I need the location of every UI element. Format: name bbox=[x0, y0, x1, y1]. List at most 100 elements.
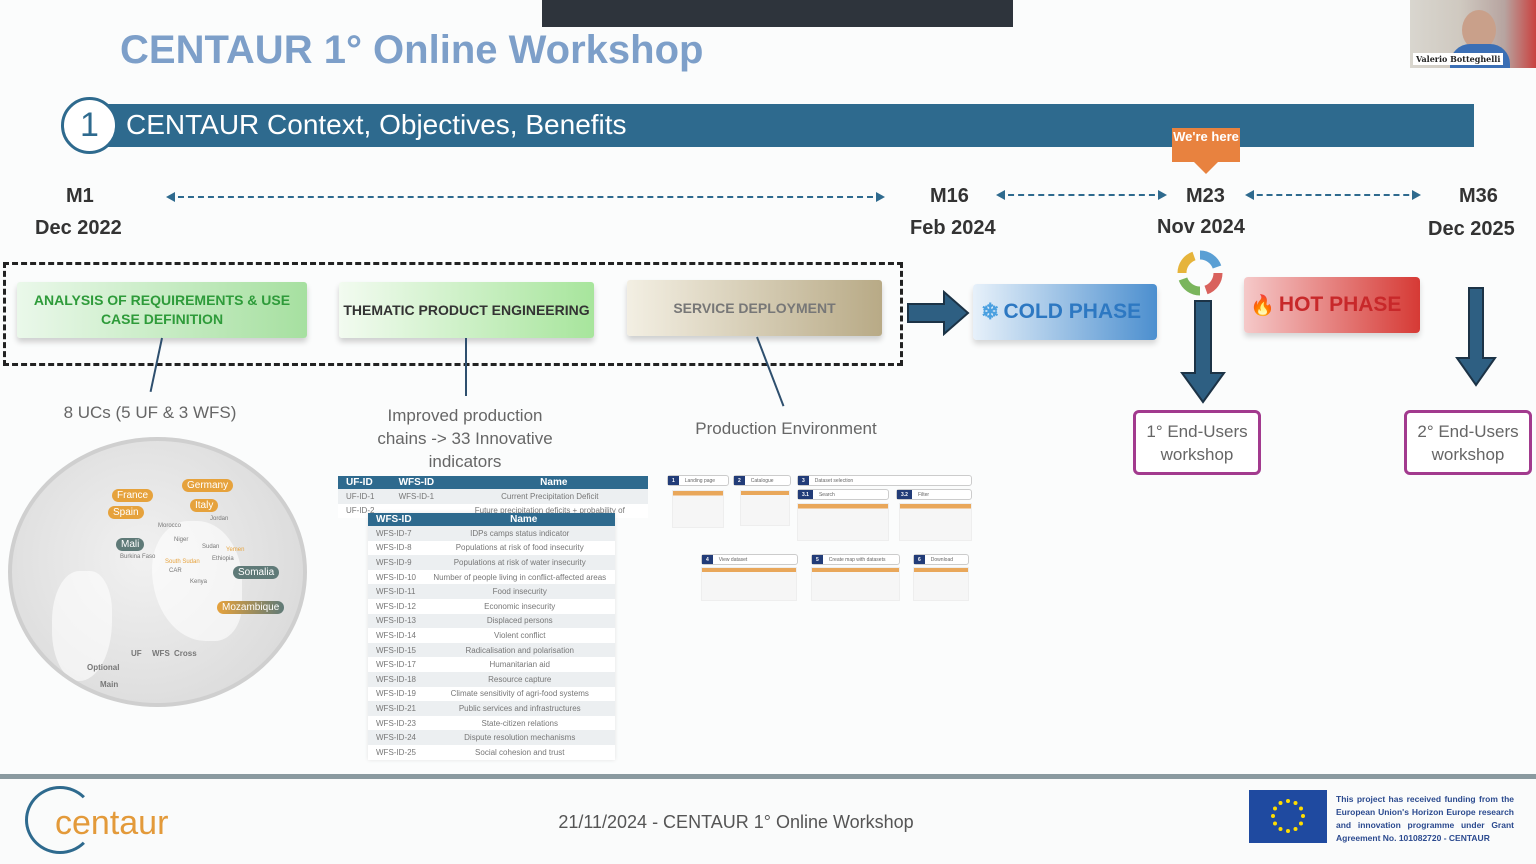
cold-phase-label: COLD PHASE bbox=[1003, 300, 1142, 323]
step-label: View dataset bbox=[718, 556, 748, 563]
eu-star bbox=[1273, 821, 1278, 826]
stage-output-ucs: 8 UCs (5 UF & 3 WFS) bbox=[63, 403, 237, 422]
step-label: Filter bbox=[917, 491, 930, 498]
table-row: WFS-ID-17 Humanitarian aid bbox=[368, 657, 615, 672]
city-label: Niger bbox=[174, 537, 189, 543]
down-arrow-icon bbox=[1180, 300, 1226, 404]
big-arrow-icon bbox=[907, 290, 970, 336]
table-cell: Radicalisation and polarisation bbox=[424, 642, 615, 658]
table-cell: WFS-ID-18 bbox=[368, 671, 425, 687]
stage-output-indicators: Improved production chains -> 33 Innovat… bbox=[377, 406, 553, 471]
table-row: WFS-ID-10 Number of people living in conf… bbox=[368, 570, 615, 585]
table-cell: Future precipitation deficits + probabil… bbox=[474, 506, 625, 516]
table-cell: Number of people living in conflict-affe… bbox=[433, 572, 607, 582]
table-cell: Violent conflict bbox=[494, 630, 546, 640]
cold-phase-box: ❄COLD PHASE bbox=[973, 284, 1157, 340]
workshop-2-box: 2° End-Users workshop bbox=[1404, 410, 1532, 475]
legend-col: Cross bbox=[174, 649, 197, 658]
table-cell: WFS-ID-15 bbox=[368, 642, 425, 658]
section-number: 1 bbox=[61, 97, 118, 154]
hot-phase-box: 🔥HOT PHASE bbox=[1244, 277, 1420, 333]
eu-star bbox=[1293, 826, 1298, 831]
table-cell: Humanitarian aid bbox=[489, 660, 550, 670]
column-header: WFS-ID bbox=[368, 513, 425, 526]
eu-flag-icon bbox=[1249, 790, 1327, 843]
column-header: Name bbox=[424, 513, 615, 526]
city-label: Ethiopia bbox=[212, 556, 234, 562]
stage-analysis: ANALYSIS OF REQUIREMENTS & USE CASE DEFI… bbox=[17, 282, 307, 338]
eu-star bbox=[1271, 814, 1275, 818]
table-cell: WFS-ID-8 bbox=[376, 543, 412, 553]
milestone-date: Dec 2022 bbox=[35, 217, 122, 239]
table-cell: Dispute resolution mechanisms bbox=[424, 730, 615, 745]
table-cell: Resource capture bbox=[424, 671, 615, 687]
step-label: Search bbox=[818, 491, 835, 498]
table-cell: Climate sensitivity of agri-food systems bbox=[450, 689, 589, 699]
column-header: UF-ID bbox=[338, 476, 391, 489]
legend-row: Optional bbox=[87, 663, 120, 672]
table-cell: Current Precipitation Deficit bbox=[451, 489, 648, 504]
eu-star bbox=[1278, 801, 1283, 806]
table-cell: Populations at risk of water insecurity bbox=[424, 555, 615, 570]
step-label: Dataset selection bbox=[814, 477, 854, 484]
table-cell: Social cohesion and trust bbox=[475, 747, 565, 757]
use-case-map: France Germany Spain Italy Mali Somalia … bbox=[8, 437, 307, 707]
step-number: 3.1 bbox=[798, 490, 813, 499]
footer-text: 21/11/2024 - CENTAUR 1° Online Workshop bbox=[558, 812, 914, 832]
eu-funding-text: This project has received funding from t… bbox=[1336, 794, 1514, 843]
table-cell: IDPs camps status indicator bbox=[424, 526, 615, 541]
city-label: Burkina Faso bbox=[120, 554, 156, 560]
country-germany: Germany bbox=[182, 479, 234, 492]
section-banner: CENTAUR Context, Objectives, Benefits bbox=[85, 104, 1474, 147]
table-cell: Food insecurity bbox=[424, 584, 615, 599]
we-are-here-badge: We're here bbox=[1172, 128, 1240, 174]
table-cell: WFS-ID-10 bbox=[376, 572, 416, 582]
cold-phase-group-box bbox=[3, 262, 903, 366]
legend-col: UF bbox=[131, 649, 142, 658]
step-number: 1 bbox=[668, 476, 679, 485]
flame-icon: 🔥 bbox=[1250, 294, 1275, 317]
table-cell: WFS-ID-17 bbox=[376, 660, 416, 670]
eu-star bbox=[1301, 814, 1305, 818]
city-label: Sudan bbox=[202, 544, 220, 550]
workflow-step: 6 Download bbox=[913, 554, 969, 565]
table-cell: WFS-ID-14 bbox=[376, 630, 416, 640]
hot-phase-label: HOT PHASE bbox=[1278, 293, 1402, 316]
stage-thematic-engineering: THEMATIC PRODUCT ENGINEERING bbox=[339, 282, 594, 338]
table-cell: WFS-ID-25 bbox=[376, 747, 416, 757]
eu-star bbox=[1286, 829, 1290, 833]
table-cell: Displaced persons bbox=[424, 613, 615, 629]
workshop-1-box: 1° End-Users workshop bbox=[1133, 410, 1261, 475]
step-screenshot-thumbnail bbox=[811, 567, 900, 601]
step-number: 4 bbox=[702, 555, 713, 564]
country-france: France bbox=[112, 489, 154, 502]
table-cell: WFS-ID-11 bbox=[368, 584, 425, 599]
city-label: Yemen bbox=[226, 547, 245, 553]
table-cell: WFS-ID-1 bbox=[390, 489, 452, 504]
step-number: 6 bbox=[914, 555, 925, 564]
table-cell: State-citizen relations bbox=[481, 718, 558, 728]
city-label: Kenya bbox=[190, 579, 208, 585]
step-number: 2 bbox=[734, 476, 745, 485]
step-label: Landing page bbox=[684, 477, 716, 484]
column-header: Name bbox=[451, 476, 648, 489]
eu-star bbox=[1286, 799, 1290, 803]
step-label: Download bbox=[930, 556, 954, 563]
legend-row: Main bbox=[100, 680, 119, 689]
table-cell: Public services and infrastructures bbox=[424, 701, 615, 716]
workflow-step: 1 Landing page bbox=[667, 475, 729, 486]
city-label: CAR bbox=[169, 568, 182, 574]
country-spain: Spain bbox=[108, 506, 144, 519]
presenter-video[interactable]: Valerio Botteghelli bbox=[1410, 0, 1536, 68]
